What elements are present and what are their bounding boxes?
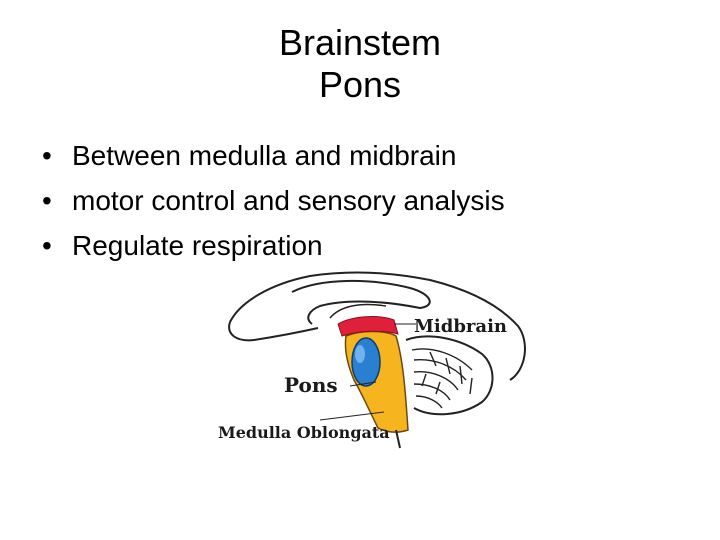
- midbrain-label: Midbrain: [414, 316, 507, 337]
- slide-title: Brainstem Pons: [0, 22, 720, 106]
- title-line-brainstem: Brainstem: [278, 22, 442, 63]
- spinal-cord: [395, 429, 401, 449]
- brainstem-diagram: Midbrain Pons Medulla Oblongata: [218, 271, 526, 449]
- pons-label: Pons: [284, 373, 338, 397]
- brain-outline-lower-left: [228, 321, 319, 342]
- cerebellum-folia: [411, 348, 473, 409]
- pons-highlight: [355, 345, 365, 363]
- pons-region: [351, 337, 381, 387]
- brain-outline: [229, 271, 526, 381]
- title-line-pons: Pons: [318, 64, 402, 105]
- medulla-pointer: [319, 411, 385, 421]
- bullet-item: motor control and sensory analysis: [40, 178, 505, 223]
- cerebellum: [405, 335, 494, 416]
- corpus-callosum: [291, 279, 431, 325]
- fornix: [329, 303, 387, 319]
- bullet-item: Regulate respiration: [40, 223, 505, 268]
- bullet-item: Between medulla and midbrain: [40, 133, 505, 178]
- pons-pointer: [349, 381, 377, 387]
- midbrain-region: [337, 316, 399, 337]
- bullet-list: Between medulla and midbrain motor contr…: [40, 133, 505, 268]
- medulla-label: Medulla Oblongata: [218, 423, 390, 442]
